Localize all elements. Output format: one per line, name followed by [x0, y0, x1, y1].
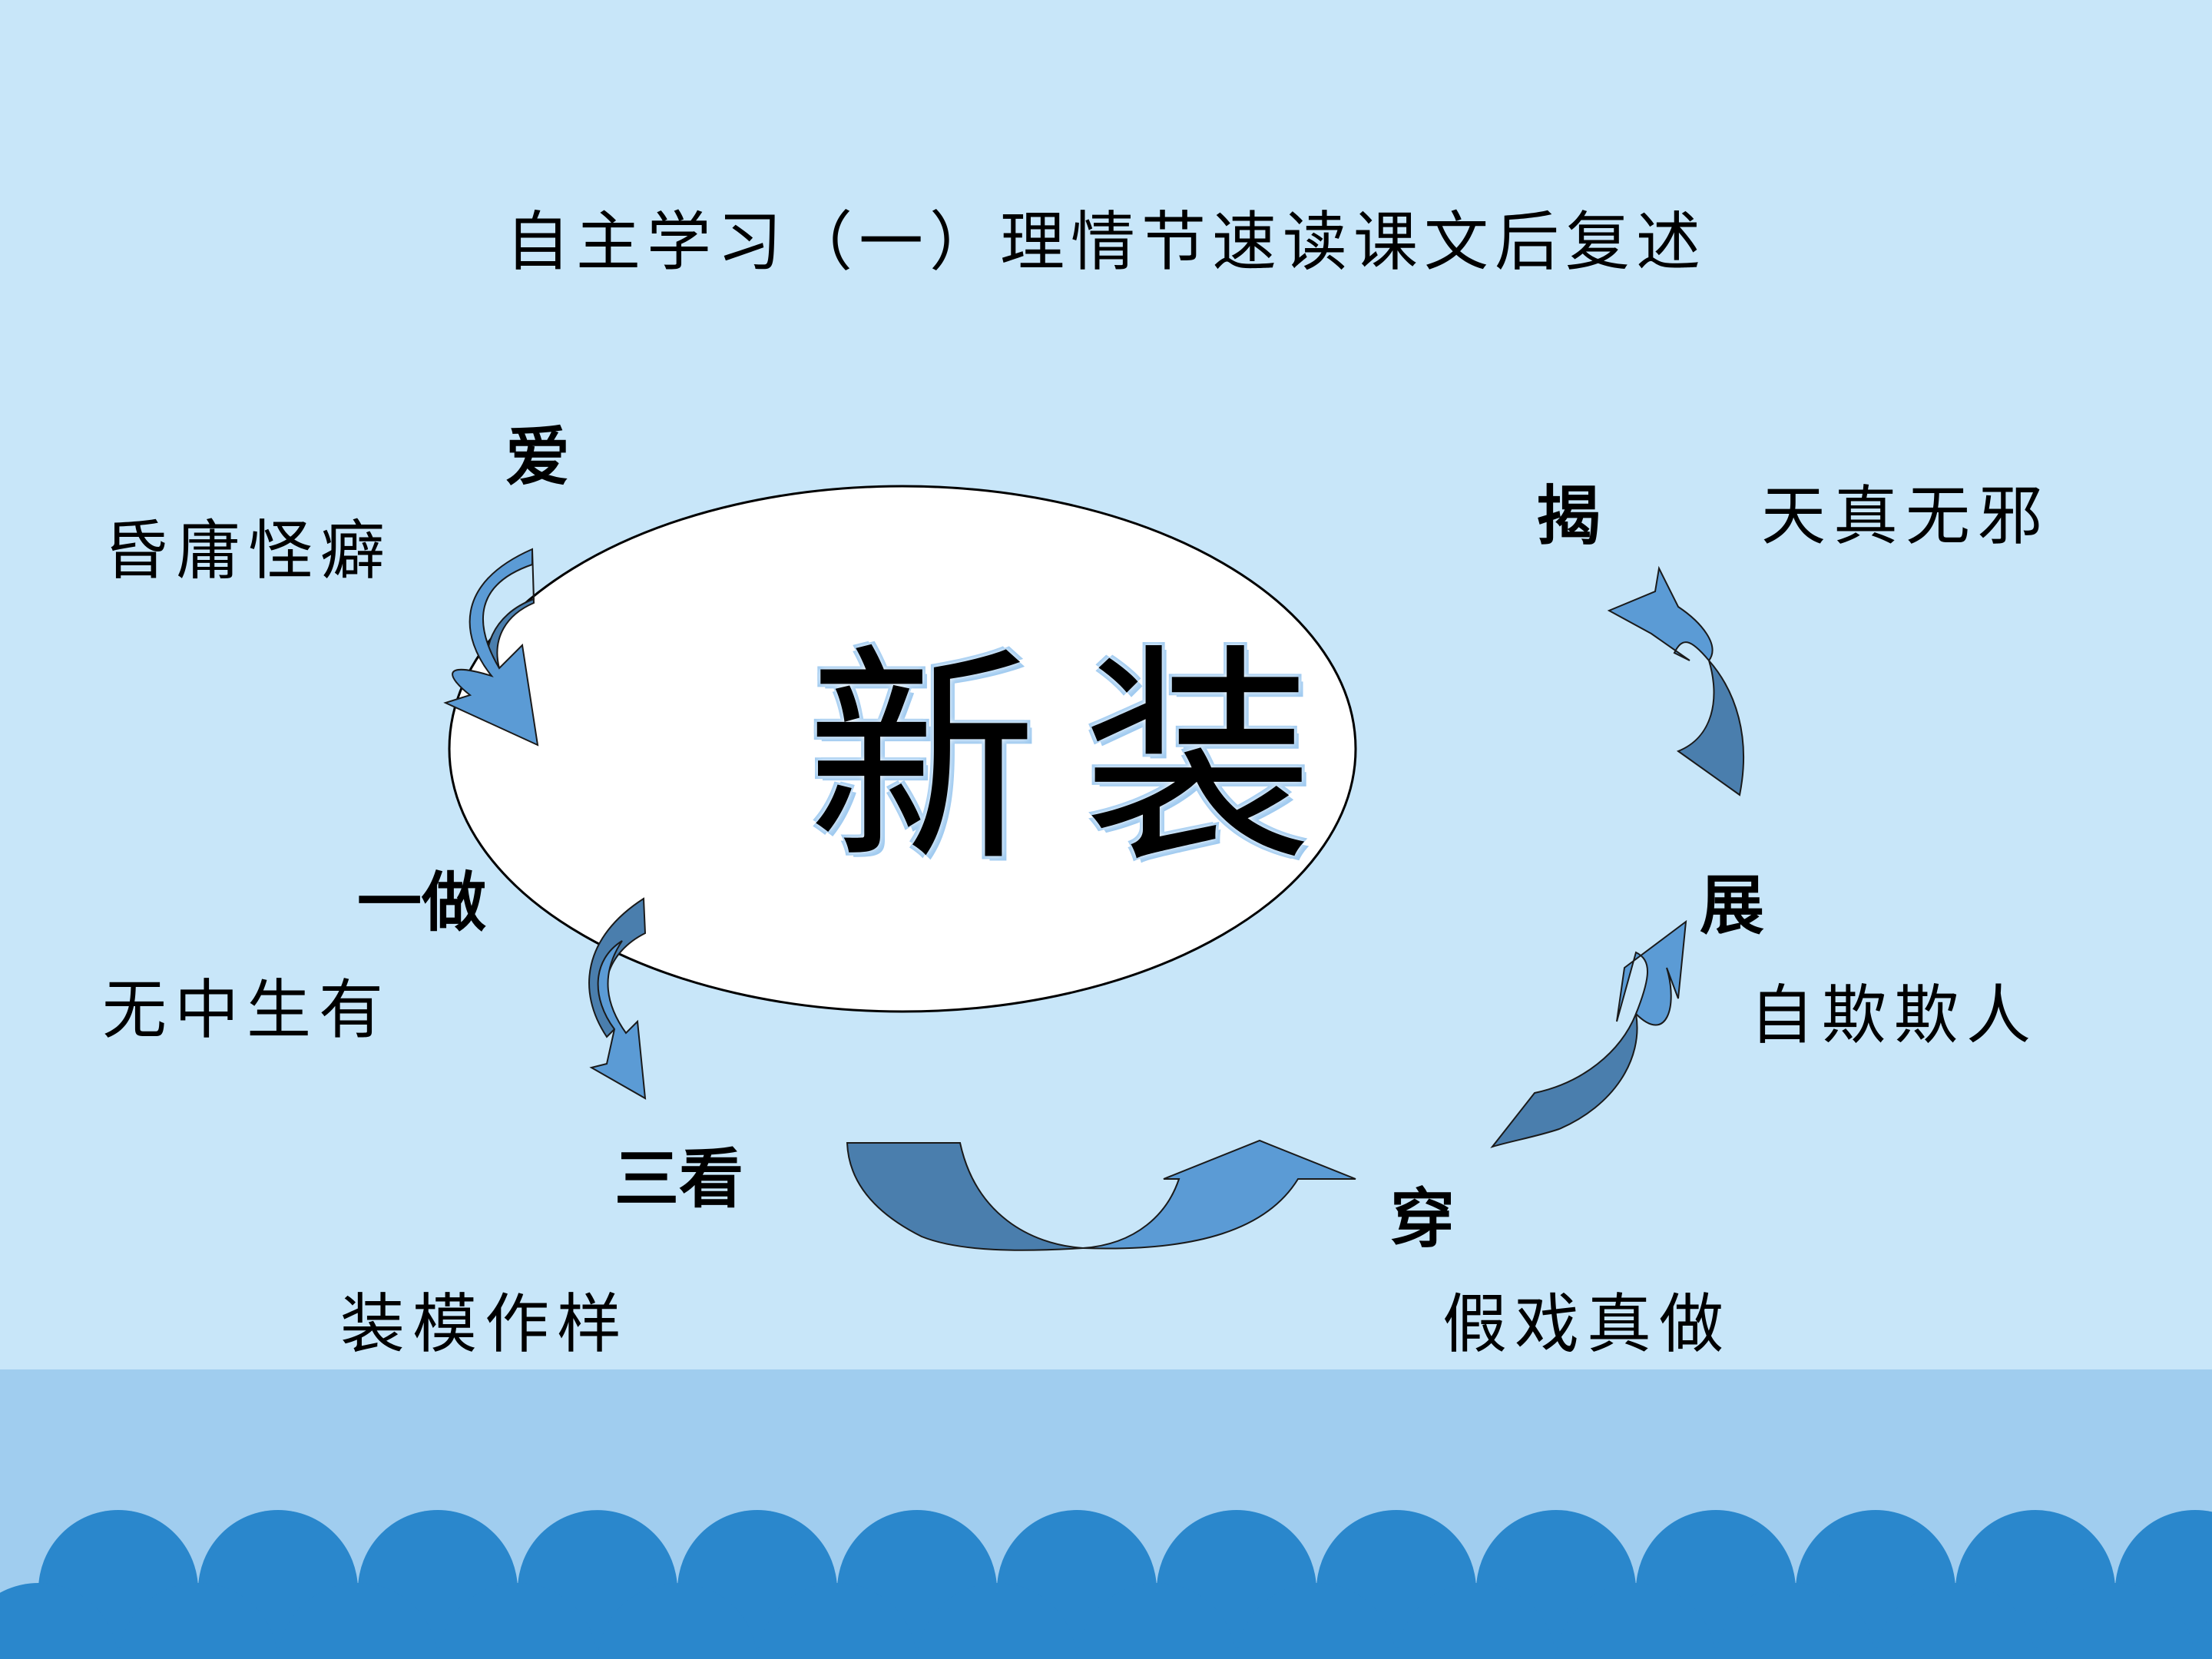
step-desc-zhan: 自欺欺人	[1750, 978, 2039, 1053]
step-label-chuan: 穿	[1390, 1181, 1455, 1257]
step-label-zhan: 展	[1700, 868, 1765, 943]
arrow-chuan-to-zhan	[1490, 919, 1687, 1148]
arrow-ai-to-yizuo	[443, 548, 539, 747]
wave-scallop	[438, 1583, 598, 1659]
step-label-yizuo: 一做	[357, 865, 487, 940]
wave-scallop	[1716, 1583, 1876, 1659]
step-desc-yizuo: 无中生有	[102, 972, 392, 1048]
wave-scallop	[598, 1583, 757, 1659]
step-label-jie: 揭	[1536, 478, 1601, 554]
wave-scallop	[1876, 1583, 2035, 1659]
step-desc-ai: 昏庸怪癖	[104, 513, 393, 588]
step-desc-chuan: 假戏真做	[1442, 1286, 1732, 1362]
wave-scallop	[2195, 1614, 2212, 1659]
wave-scallop	[2035, 1583, 2195, 1659]
step-label-ai: 爱	[505, 419, 571, 495]
step-desc-sankan: 装模作样	[340, 1286, 630, 1362]
step-desc-jie: 天真无邪	[1761, 478, 2051, 554]
step-label-sankan: 三看	[614, 1141, 744, 1217]
arrow-yizuo-to-sankan	[588, 897, 647, 1100]
wave-scallop	[1556, 1583, 1716, 1659]
wave-row-front	[0, 1583, 2212, 1659]
wave-scallop	[1396, 1583, 1556, 1659]
slide-title: 自主学习（一）理情节速读课文后复述	[505, 204, 1707, 280]
center-word: 新装	[806, 625, 1359, 893]
wave-scallop	[278, 1583, 438, 1659]
wave-scallop	[0, 1583, 118, 1659]
wave-scallop	[118, 1583, 278, 1659]
center-ellipse	[448, 485, 1357, 1013]
arrow-sankan-to-chuan	[846, 1139, 1356, 1251]
arrow-zhan-to-jie	[1607, 565, 1745, 796]
wave-scallop	[917, 1583, 1077, 1659]
wave-scallop	[757, 1583, 917, 1659]
wave-scallop	[1077, 1583, 1237, 1659]
wave-scallop	[1237, 1583, 1396, 1659]
